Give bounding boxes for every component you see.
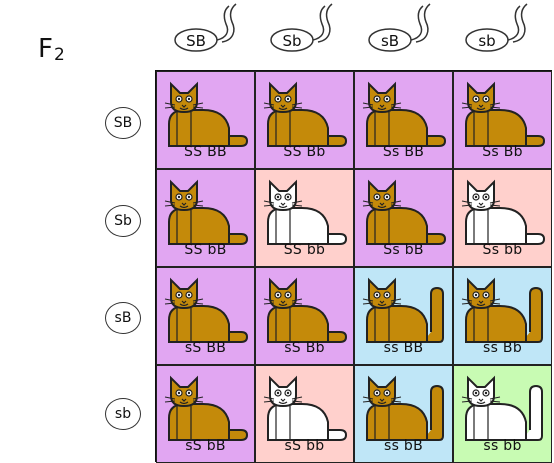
punnett-cell: ss Bb	[453, 267, 552, 365]
cat-icon	[163, 80, 251, 152]
genotype-label: SS bb	[256, 242, 353, 258]
genotype-label: Ss BB	[355, 144, 452, 160]
cat-icon	[262, 80, 350, 152]
sperm-Sb: Sb	[270, 2, 370, 52]
punnett-cell: sS BB	[156, 267, 255, 365]
genotype-label: SS Bb	[256, 144, 353, 160]
sperm-label: SB	[176, 30, 216, 52]
genotype-label: ss bB	[355, 438, 452, 454]
punnett-cell: ss bB	[354, 365, 453, 463]
genotype-label: sS BB	[157, 340, 254, 356]
egg-sb: sb	[105, 398, 141, 430]
cat-icon	[460, 178, 548, 250]
cat-icon	[460, 80, 548, 152]
punnett-cell: SS BB	[156, 71, 255, 169]
cat-icon	[163, 178, 251, 250]
punnett-cell: SS bb	[255, 169, 354, 267]
genotype-label: Ss bB	[355, 242, 452, 258]
generation-letter: F	[38, 34, 53, 64]
generation-label: F2	[38, 34, 65, 65]
cat-icon	[262, 178, 350, 250]
sperm-SB: SB	[174, 2, 274, 52]
cat-icon	[460, 276, 548, 348]
punnett-cell: Ss BB	[354, 71, 453, 169]
genotype-label: sS bB	[157, 438, 254, 454]
sperm-label: sB	[370, 30, 410, 52]
cat-icon	[163, 374, 251, 446]
egg-Sb: Sb	[105, 205, 141, 237]
cat-icon	[361, 178, 449, 250]
punnett-cell: Ss Bb	[453, 71, 552, 169]
cat-icon	[361, 80, 449, 152]
cat-icon	[163, 276, 251, 348]
punnett-cell: SS Bb	[255, 71, 354, 169]
genotype-label: ss BB	[355, 340, 452, 356]
cat-icon	[361, 374, 449, 446]
punnett-cell: ss bb	[453, 365, 552, 463]
punnett-cell: SS bB	[156, 169, 255, 267]
punnett-cell: Ss bB	[354, 169, 453, 267]
egg-sB: sB	[105, 302, 141, 334]
sperm-label: Sb	[272, 30, 312, 52]
cat-icon	[361, 276, 449, 348]
punnett-cell: sS bb	[255, 365, 354, 463]
genotype-label: Ss Bb	[454, 144, 551, 160]
genotype-label: ss bb	[454, 438, 551, 454]
punnett-cell: Ss bb	[453, 169, 552, 267]
cat-icon	[460, 374, 548, 446]
sperm-sB: sB	[368, 2, 468, 52]
genotype-label: ss Bb	[454, 340, 551, 356]
genotype-label: SS BB	[157, 144, 254, 160]
sperm-sb: sb	[465, 2, 554, 52]
cat-icon	[262, 374, 350, 446]
generation-subscript: 2	[54, 45, 65, 65]
egg-SB: SB	[105, 107, 141, 139]
punnett-cell: sS bB	[156, 365, 255, 463]
genotype-label: Ss bb	[454, 242, 551, 258]
punnett-cell: ss BB	[354, 267, 453, 365]
sperm-label: sb	[467, 30, 507, 52]
genotype-label: sS Bb	[256, 340, 353, 356]
genotype-label: sS bb	[256, 438, 353, 454]
punnett-cell: sS Bb	[255, 267, 354, 365]
genotype-label: SS bB	[157, 242, 254, 258]
cat-icon	[262, 276, 350, 348]
